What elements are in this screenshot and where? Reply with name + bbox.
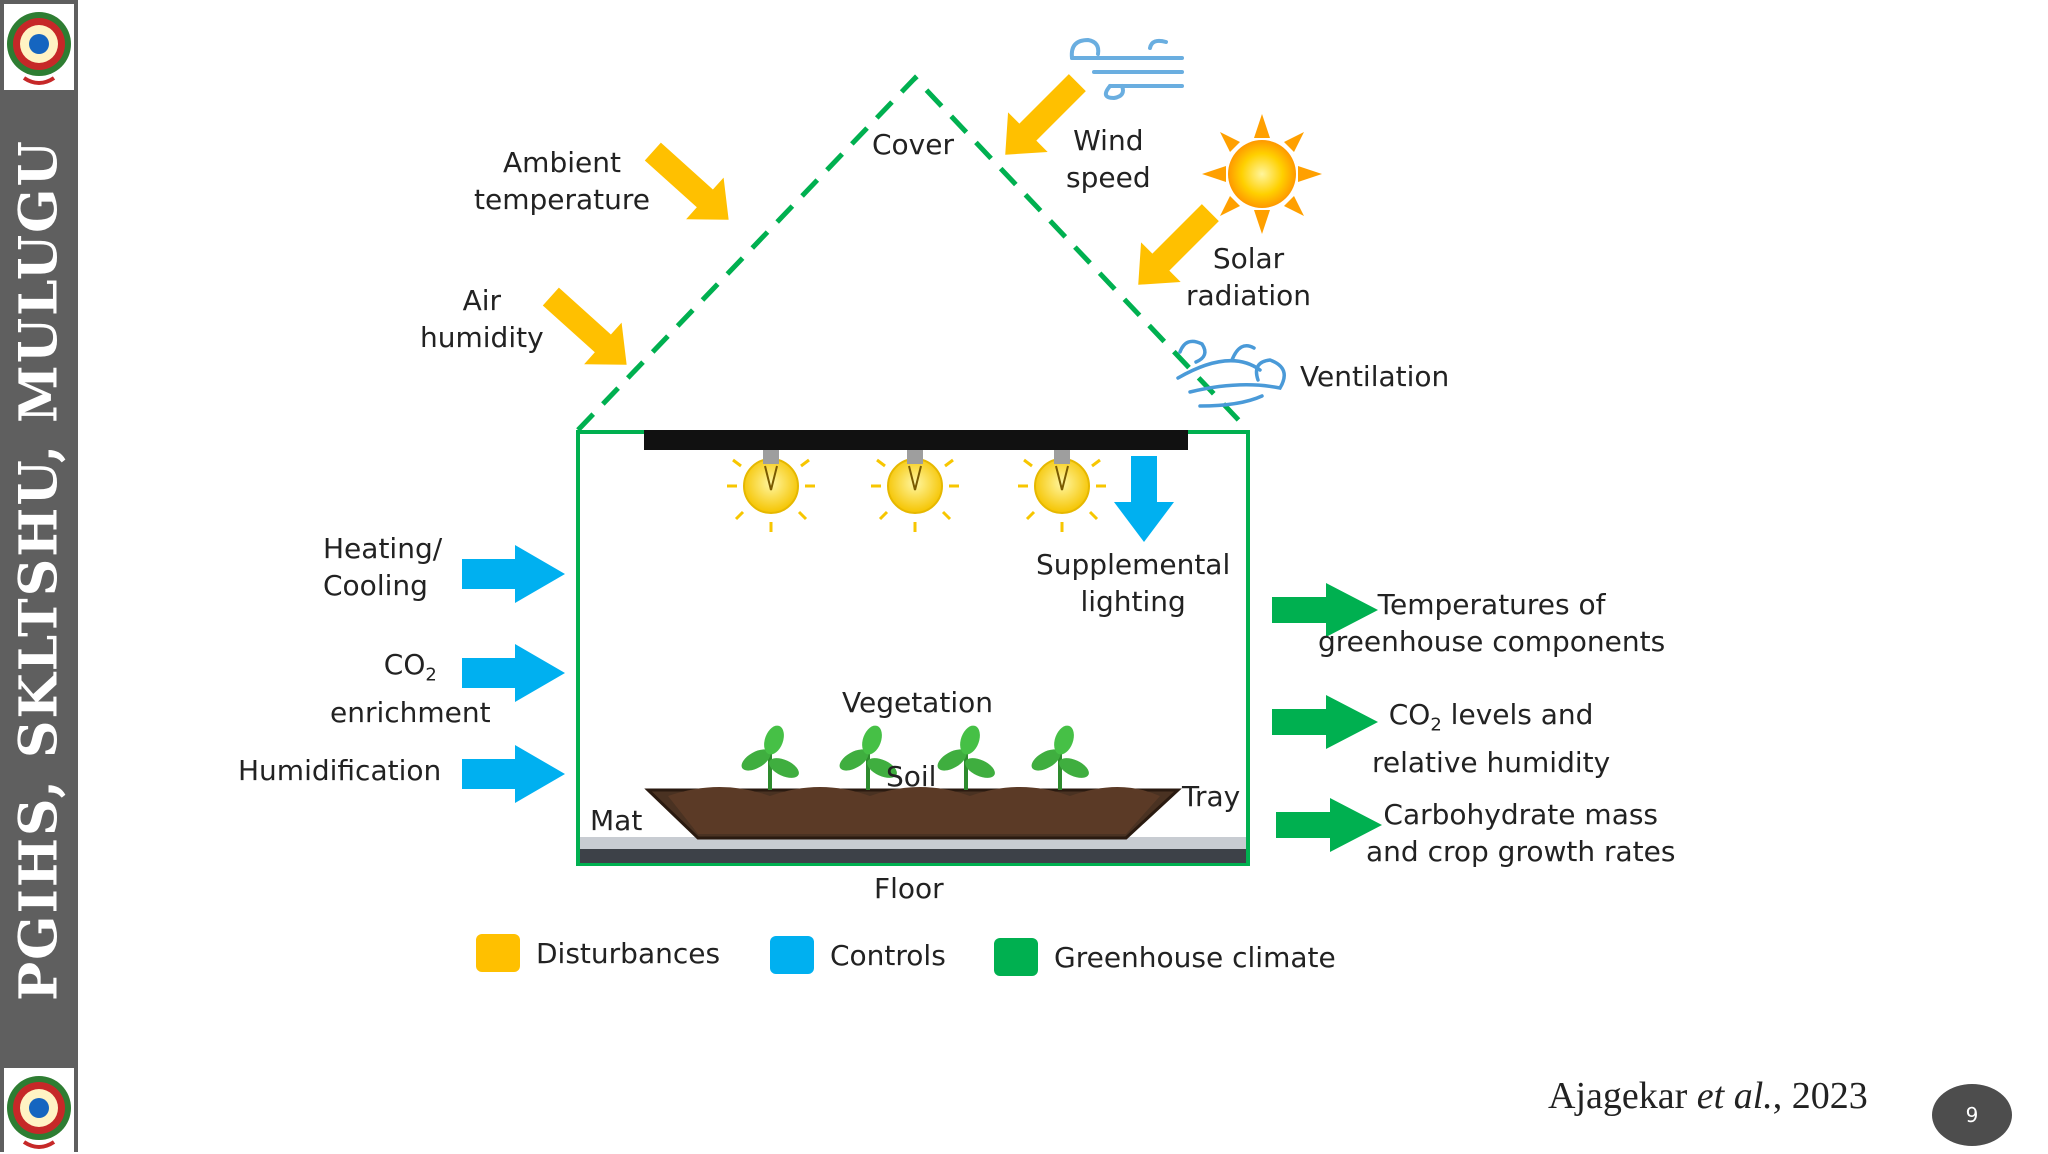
plant-seedling-icon bbox=[741, 725, 799, 790]
co2-text: CO bbox=[1388, 698, 1431, 731]
university-seal-icon bbox=[7, 1076, 71, 1149]
ambient-temperature-label: Ambient temperature bbox=[474, 144, 650, 218]
carbohydrate-output-arrow bbox=[1276, 798, 1382, 852]
heating-cooling-line2: Cooling bbox=[323, 569, 428, 602]
supplemental-lighting-arrow bbox=[1114, 456, 1174, 542]
wind-speed-line2: speed bbox=[1066, 161, 1151, 194]
tray-label: Tray bbox=[1182, 780, 1241, 813]
relative-humidity-line2: relative humidity bbox=[1372, 745, 1611, 779]
carbohydrate-output-label: Carbohydrate mass and crop growth rates bbox=[1366, 796, 1675, 870]
light-bulb-icon bbox=[871, 450, 959, 532]
heating-cooling-label: Heating/ Cooling bbox=[323, 530, 442, 604]
greenhouse-cover-roof bbox=[576, 74, 1250, 432]
citation-author: Ajagekar bbox=[1548, 1075, 1688, 1117]
heating-cooling-line1: Heating/ bbox=[323, 532, 443, 565]
light-bulb-icon bbox=[727, 450, 815, 532]
temperatures-output-label: Temperatures of greenhouse components bbox=[1318, 586, 1665, 660]
legend-swatch-greenhouse-climate bbox=[994, 938, 1038, 976]
wind-speed-arrow bbox=[1005, 74, 1086, 155]
soil-mounds bbox=[668, 787, 1160, 834]
wind-speed-line1: Wind bbox=[1073, 124, 1144, 157]
solar-radiation-line2: radiation bbox=[1186, 279, 1312, 312]
university-logo-top bbox=[4, 4, 74, 90]
legend-item-controls: Controls bbox=[770, 936, 946, 974]
wind-icon bbox=[1069, 37, 1184, 101]
ambient-temperature-line1: Ambient bbox=[503, 146, 621, 179]
co2-levels-text: levels and bbox=[1441, 698, 1594, 731]
temperatures-line2: greenhouse components bbox=[1318, 625, 1666, 658]
air-humidity-line1: Air bbox=[462, 284, 502, 317]
plant-seedling-icon bbox=[1031, 725, 1089, 790]
co2-levels-line1: CO2 levels and bbox=[1372, 696, 1610, 744]
co2-enrichment-line2: enrichment bbox=[330, 695, 491, 729]
legend-label-controls: Controls bbox=[830, 938, 946, 972]
page-number-badge: 9 bbox=[1932, 1084, 2012, 1146]
supplemental-lighting-label: Supplemental lighting bbox=[1036, 546, 1230, 620]
floor-label: Floor bbox=[874, 872, 944, 905]
carbohydrate-line1: Carbohydrate mass bbox=[1383, 798, 1659, 831]
heating-cooling-arrow bbox=[462, 545, 565, 603]
carbohydrate-line2: and crop growth rates bbox=[1366, 835, 1676, 868]
ventilation-label: Ventilation bbox=[1300, 360, 1450, 393]
co2-enrichment-label: CO2 enrichment bbox=[330, 646, 491, 731]
co2-text: CO bbox=[383, 648, 426, 681]
floor-mat-layer bbox=[580, 837, 1246, 849]
ventilation-icon bbox=[1176, 339, 1286, 408]
co2-subscript: 2 bbox=[1430, 714, 1442, 736]
co2-humidity-output-arrow bbox=[1272, 695, 1378, 749]
sidebar: PGIHS, SKLTSHU, MULUGU bbox=[0, 0, 78, 1154]
co2-enrichment-arrow bbox=[462, 644, 565, 702]
supplemental-lighting-line1: Supplemental bbox=[1036, 548, 1231, 581]
mat-label: Mat bbox=[590, 804, 643, 837]
legend-item-disturbances: Disturbances bbox=[476, 934, 720, 972]
university-logo-bottom bbox=[4, 1068, 74, 1154]
floor-layer bbox=[580, 849, 1246, 863]
legend-label-disturbances: Disturbances bbox=[536, 936, 721, 970]
co2-subscript: 2 bbox=[425, 664, 437, 686]
co2-enrichment-line1: CO2 bbox=[330, 646, 491, 694]
sun-icon bbox=[1202, 114, 1322, 234]
legend-swatch-controls bbox=[770, 936, 814, 974]
air-humidity-label: Air humidity bbox=[420, 282, 544, 356]
air-humidity-arrow bbox=[542, 287, 627, 365]
vegetation-label: Vegetation bbox=[842, 686, 993, 719]
ambient-temperature-arrow bbox=[644, 142, 729, 220]
citation: Ajagekar et al., 2023 bbox=[1548, 1074, 1868, 1118]
cover-label: Cover bbox=[872, 128, 954, 161]
ambient-temperature-line2: temperature bbox=[474, 183, 650, 216]
citation-year: , 2023 bbox=[1772, 1075, 1868, 1117]
temperatures-line1: Temperatures of bbox=[1377, 588, 1606, 621]
legend-swatch-disturbances bbox=[476, 934, 520, 972]
citation-etal: et al. bbox=[1696, 1075, 1773, 1117]
air-humidity-line2: humidity bbox=[420, 321, 544, 354]
temperatures-output-arrow bbox=[1272, 583, 1378, 637]
plant-seedling-icon bbox=[937, 725, 995, 790]
solar-radiation-line1: Solar bbox=[1212, 242, 1285, 275]
plant-seedling-icon bbox=[839, 725, 897, 790]
co2-humidity-output-label: CO2 levels and relative humidity bbox=[1372, 696, 1610, 781]
wind-speed-label: Wind speed bbox=[1066, 122, 1151, 196]
humidification-arrow bbox=[462, 745, 565, 803]
solar-radiation-label: Solar radiation bbox=[1186, 240, 1311, 314]
light-bulb-icon bbox=[1018, 450, 1106, 532]
university-seal-icon bbox=[7, 12, 71, 85]
humidification-label: Humidification bbox=[238, 754, 442, 787]
soil-label: Soil bbox=[886, 760, 937, 793]
solar-radiation-arrow bbox=[1138, 204, 1219, 285]
supplemental-lighting-line2: lighting bbox=[1080, 585, 1186, 618]
legend-label-greenhouse-climate: Greenhouse climate bbox=[1054, 940, 1336, 974]
legend-item-greenhouse-climate: Greenhouse climate bbox=[994, 938, 1336, 976]
light-fixture-bar bbox=[644, 430, 1188, 450]
